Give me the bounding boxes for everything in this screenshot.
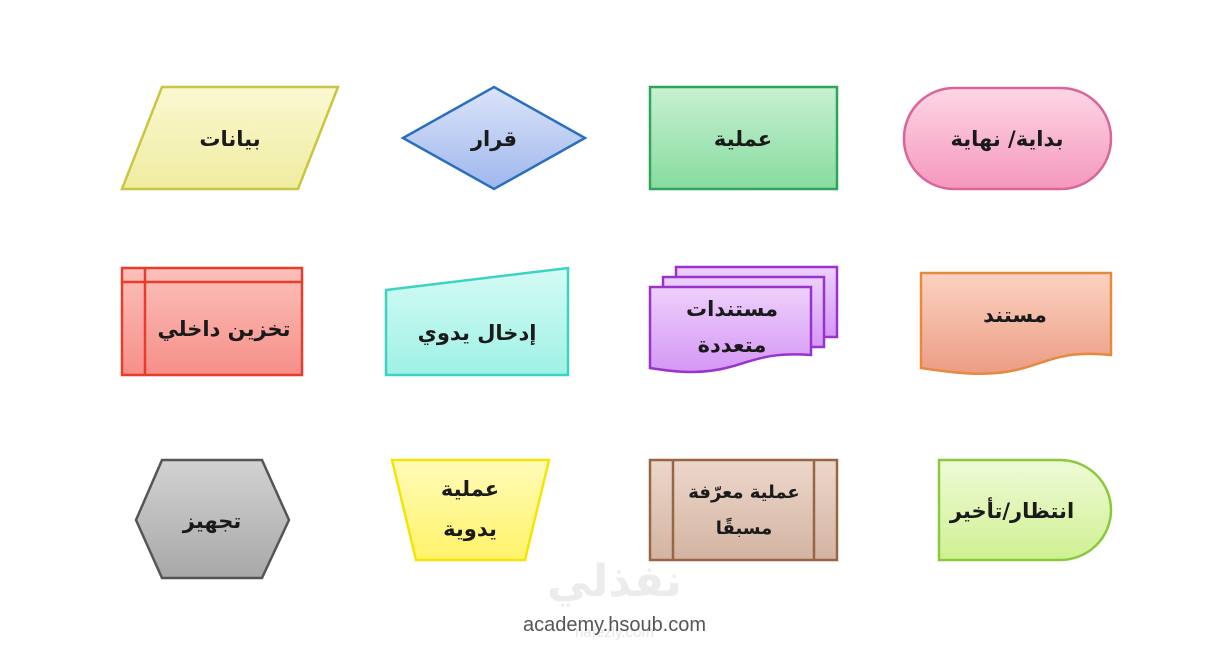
start-end-terminal: بداية/ نهاية [902,86,1113,191]
delay-shape: انتظار/تأخير [937,458,1113,562]
process-label: عملية [714,127,772,151]
process-box: عملية [648,85,839,191]
delay-label: انتظار/تأخير [949,496,1074,523]
manual-input-label: إدخال يدوي [418,321,537,346]
predefined-process-label-line2: مسبقًا [716,517,773,539]
predefined-process-label-line1: عملية معرّفة [688,482,799,503]
multi-document-label-line1: مستندات [686,297,778,321]
multi-document-label-line2: متعددة [698,333,767,357]
nafezly-url-watermark: nafezly.com [575,624,654,641]
manual-operation-shape: عملية يدوية [390,458,551,562]
nafezly-logo-watermark: نفذلي [547,556,682,607]
decision-diamond: قرار [400,85,588,191]
decision-label: قرار [470,127,517,151]
data-label: بيانات [199,127,260,151]
preparation-hexagon: تجهيز [134,458,291,580]
manual-input-shape: إدخال يدوي [384,266,570,377]
document-shape: مستند [919,271,1113,376]
start-end-label: بداية/ نهاية [950,127,1063,151]
multi-document-shape: مستندات متعددة [648,265,839,374]
document-label: مستند [983,303,1047,327]
predefined-process-shape: عملية معرّفة مسبقًا [648,458,839,562]
manual-operation-label-line2: يدوية [443,517,497,541]
internal-storage-shape: تخزين داخلي [120,266,304,377]
hsoub-academy-url: academy.hsoub.com [522,614,707,636]
data-parallelogram: بيانات [120,85,340,191]
manual-operation-label-line1: عملية [441,477,499,501]
preparation-label: تجهيز [182,509,242,533]
internal-storage-label: تخزين داخلي [157,317,290,341]
